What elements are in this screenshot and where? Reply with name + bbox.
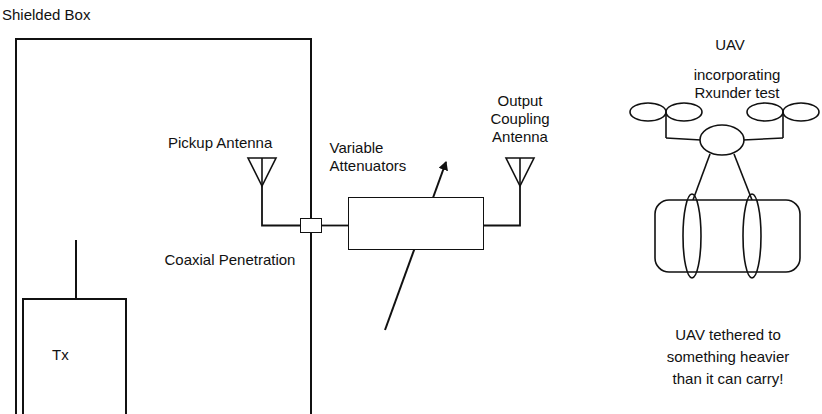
coax-line [322, 225, 348, 227]
transmitter-box: Tx [22, 298, 127, 414]
note-label: incorporating Rxunder test [682, 66, 792, 102]
node-label: Pickup Antenna [168, 134, 298, 152]
coax-line [262, 186, 300, 226]
node-label: Tx [52, 346, 102, 364]
node-label: Coaxial Penetration [165, 251, 305, 269]
pickup-antenna: Pickup Antenna [248, 158, 276, 186]
node-label: Variable Attenuators [330, 139, 420, 175]
node-label: Output Coupling Antenna [484, 92, 556, 146]
coax-line [484, 186, 520, 226]
tx-antenna [75, 240, 77, 299]
antenna-symbol [506, 158, 534, 186]
attenuator-box: Variable Attenuators [348, 197, 484, 250]
antenna-symbol [248, 158, 276, 186]
uav-drawing [630, 103, 819, 278]
output-antenna: Output Coupling Antenna [506, 158, 534, 186]
note-label: UAV [700, 36, 760, 54]
node-label: Shielded Box [2, 6, 202, 24]
shielded-box: Shielded BoxTxPickup Antenna [15, 38, 312, 414]
note-label: UAV tethered to something heavier than i… [661, 324, 795, 390]
coaxial-penetration: Coaxial Penetration [300, 218, 322, 233]
